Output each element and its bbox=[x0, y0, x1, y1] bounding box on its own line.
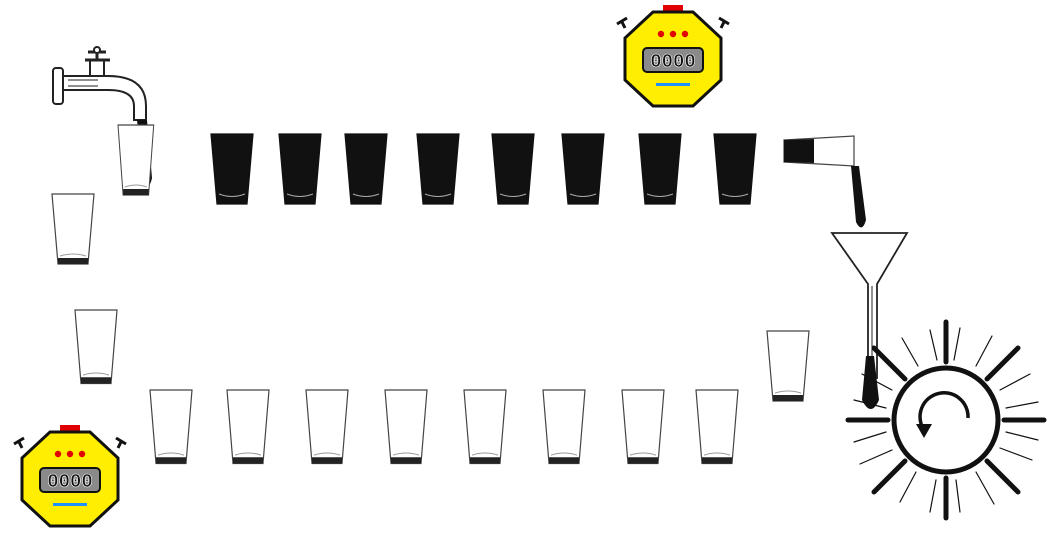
top-row-full-glasses bbox=[211, 134, 756, 204]
list-item bbox=[492, 134, 534, 204]
bottom-row-empty-glasses bbox=[150, 390, 738, 464]
list-item bbox=[417, 134, 459, 204]
filling-glass bbox=[118, 125, 154, 195]
left-empty-glass-1 bbox=[52, 194, 94, 264]
pour-stream bbox=[851, 166, 866, 228]
list-item bbox=[714, 134, 756, 204]
tipped-glass bbox=[784, 136, 854, 166]
list-item bbox=[345, 134, 387, 204]
washer-rotate-icon bbox=[848, 322, 1044, 518]
stopwatch-display: 0000 bbox=[47, 471, 93, 493]
list-item bbox=[696, 390, 738, 464]
list-item bbox=[306, 390, 348, 464]
list-item bbox=[150, 390, 192, 464]
list-item bbox=[385, 390, 427, 464]
faucet-icon bbox=[53, 47, 146, 120]
list-item bbox=[622, 390, 664, 464]
list-item bbox=[227, 390, 269, 464]
stopwatch-icon: 0000 bbox=[617, 5, 729, 106]
list-item bbox=[211, 134, 253, 204]
list-item bbox=[562, 134, 604, 204]
list-item bbox=[543, 390, 585, 464]
list-item bbox=[639, 134, 681, 204]
stopwatch-display: 0000 bbox=[650, 51, 696, 73]
stopwatch-icon: 0000 bbox=[14, 425, 126, 526]
left-empty-glass-2 bbox=[75, 310, 117, 384]
right-empty-glass bbox=[767, 331, 809, 401]
list-item bbox=[279, 134, 321, 204]
list-item bbox=[464, 390, 506, 464]
